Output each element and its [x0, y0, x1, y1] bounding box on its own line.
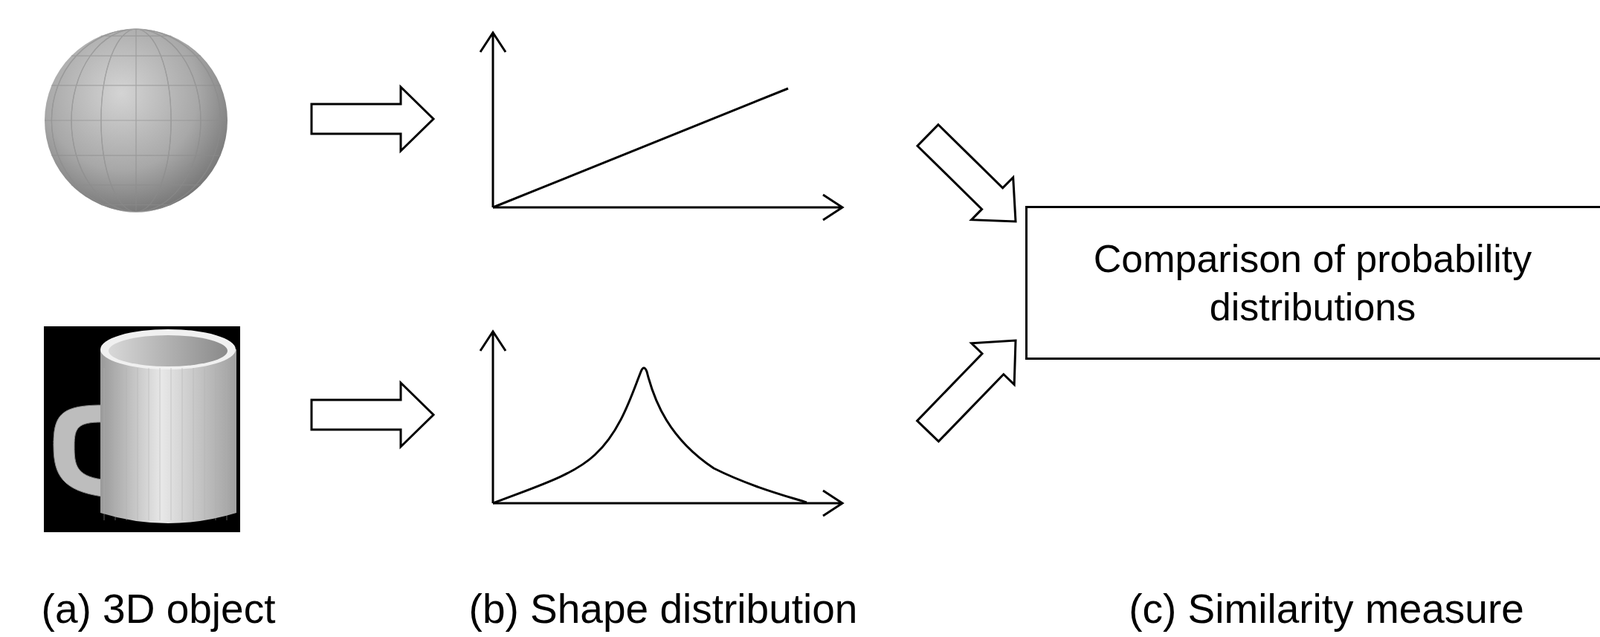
- block-arrow: [311, 86, 1016, 447]
- box-text: Comparison of probability distributions: [1027, 234, 1598, 332]
- panel-caption: (a) 3D object: [41, 585, 276, 633]
- sphere-object: [44, 28, 228, 212]
- mug-object: [43, 326, 241, 533]
- process-box: Comparison of probability distributions: [1025, 205, 1600, 360]
- panel-caption: (b) Shape distribution: [469, 585, 858, 633]
- chart-axes: [480, 32, 843, 516]
- linear-distribution: [492, 88, 789, 208]
- peaked-distribution: [492, 368, 807, 504]
- block-arrow: [311, 382, 434, 447]
- block-arrow: [917, 340, 1016, 442]
- panel-caption: (c) Similarity measure: [1128, 585, 1525, 633]
- block-arrow: [917, 124, 1016, 222]
- block-arrow: [311, 86, 434, 151]
